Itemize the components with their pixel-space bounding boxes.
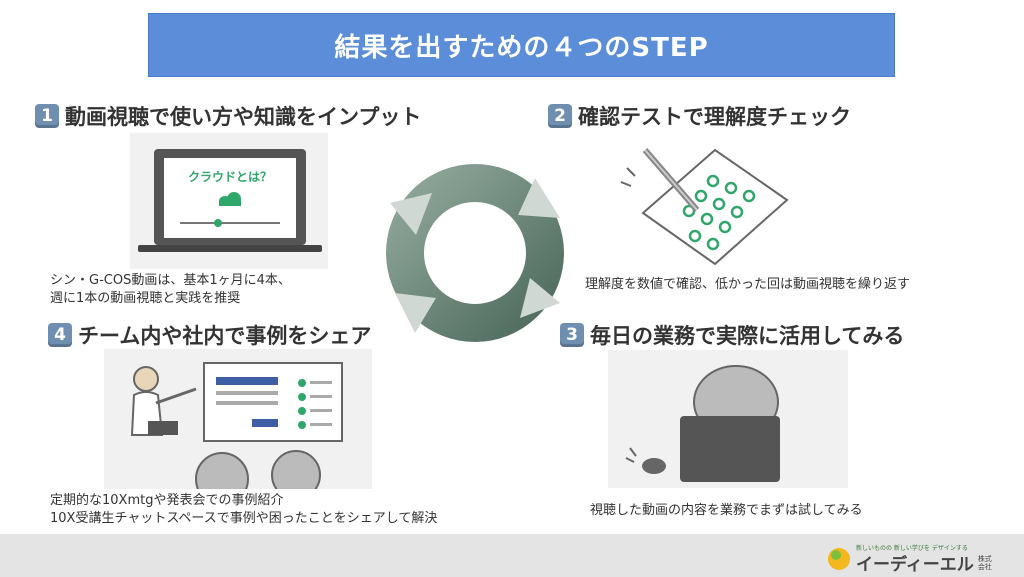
step-4-title: チーム内や社内で事例をシェア: [78, 324, 372, 348]
step-2-heading: 2 確認テストで理解度チェック: [548, 101, 851, 131]
screen-text: クラウドとは？: [188, 170, 272, 184]
step-2-line-1: 理解度を数値で確認、低かった回は動画視聴を繰り返す: [585, 277, 911, 292]
step-4-heading: 4 チーム内や社内で事例をシェア: [48, 320, 371, 350]
step-3-badge: 3: [560, 323, 584, 347]
step-3-illustration: [608, 350, 848, 488]
step-3-line-1: 視聴した動画の内容を業務でまずは試してみる: [590, 503, 863, 518]
step-1-title: 動画視聴で使い方や知識をインプット: [65, 105, 422, 129]
step-4-illustration: [104, 349, 372, 506]
step-1-heading: 1 動画視聴で使い方や知識をインプット: [35, 101, 421, 131]
logo-tagline: 新しいものの 新しい学びを デザインする: [856, 545, 968, 552]
logo-mark-icon: [828, 547, 850, 570]
step-4-line-2: 10X受講生チャットスペースで事例や困ったことをシェアして解決: [50, 511, 438, 526]
step-4-line-1: 定期的な10Xmtgや発表会での事例紹介: [50, 493, 284, 508]
step-3-description: 視聴した動画の内容を業務でまずは試してみる: [590, 502, 863, 520]
step-2-description: 理解度を数値で確認、低かった回は動画視聴を繰り返す: [585, 276, 910, 294]
step-4-description: 定期的な10Xmtgや発表会での事例紹介 10X受講生チャットスペースで事例や困…: [50, 492, 437, 528]
presentation-icon: [130, 362, 343, 506]
working-person-icon: [625, 365, 780, 482]
step-1-badge: 1: [35, 104, 59, 128]
company-logo: 新しいものの 新しい学びを デザインする イーディーエル 株式会社: [826, 540, 994, 575]
step-1-line-1: シン・G-COS動画は、基本1ヶ月に4本、: [50, 273, 291, 288]
laptop-video-icon: クラウドとは？: [138, 149, 322, 252]
step-1-description: シン・G-COS動画は、基本1ヶ月に4本、 週に1本の動画視聴と実践を推奨: [50, 272, 291, 308]
page-title: 結果を出すための４つのSTEP: [334, 32, 709, 63]
step-2-title: 確認テストで理解度チェック: [578, 105, 851, 129]
step-1-illustration: クラウドとは？: [130, 133, 328, 269]
step-3-title: 毎日の業務で実際に活用してみる: [590, 324, 905, 348]
footer: [0, 534, 1024, 577]
title-banner: 結果を出すための４つのSTEP: [148, 13, 895, 77]
step-1-line-2: 週に1本の動画視聴と実践を推奨: [50, 291, 241, 306]
logo-suffix: 株式会社: [977, 554, 992, 571]
step-4-badge: 4: [48, 323, 72, 347]
cycle-arrows-icon: [386, 164, 564, 342]
step-2-badge: 2: [548, 104, 572, 128]
logo-name: イーディーエル: [856, 555, 974, 575]
test-paper-icon: [620, 148, 789, 266]
step-3-heading: 3 毎日の業務で実際に活用してみる: [560, 320, 904, 350]
